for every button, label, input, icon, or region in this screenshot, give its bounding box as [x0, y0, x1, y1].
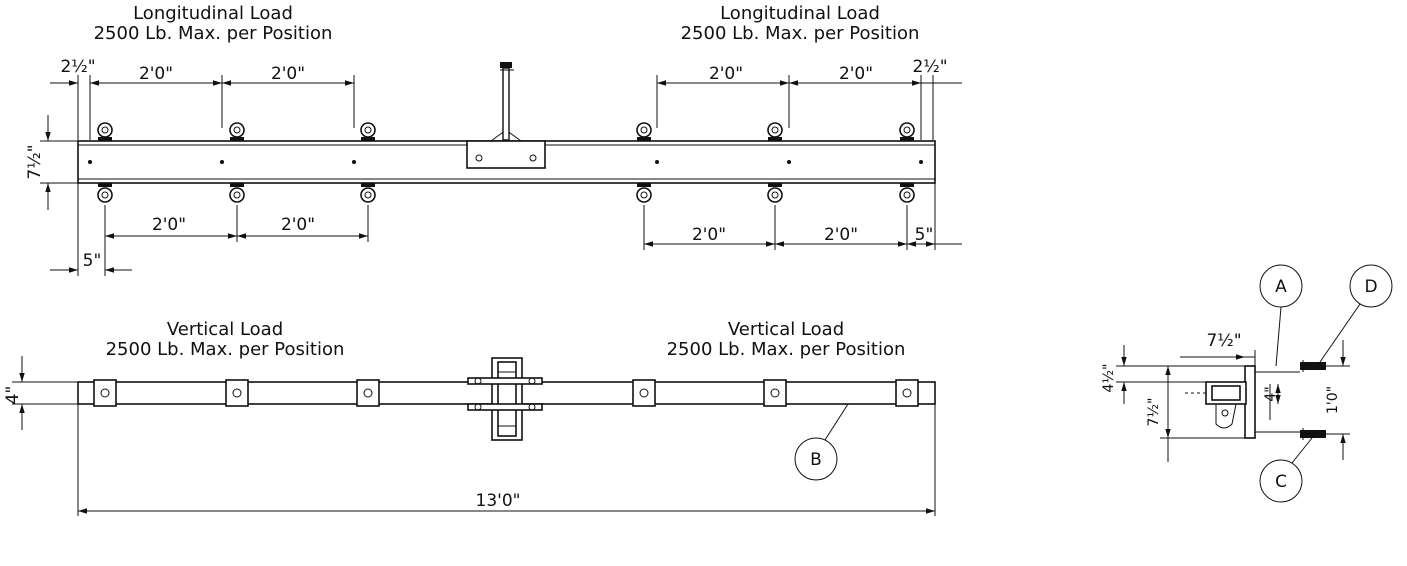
top-height-dimension [40, 115, 78, 210]
front-left-load-title: Vertical Load [167, 319, 283, 340]
dim-right-offset: 5" [915, 225, 934, 245]
dim-top-left-end: 2½" [60, 57, 95, 77]
top-left-load-title: Longitudinal Load [133, 3, 293, 24]
front-clamp-blocks [93, 379, 919, 407]
center-mount-plate [466, 140, 546, 169]
dim-top-right-end: 2½" [912, 57, 947, 77]
dim-end-left-top: 4½" [1101, 364, 1117, 393]
callout-b-bubble [794, 437, 838, 481]
top-left-load-subtitle: 2500 Lb. Max. per Position [94, 23, 333, 44]
callout-d-leader [1319, 303, 1361, 363]
top-view: Longitudinal Load 2500 Lb. Max. per Posi… [25, 3, 962, 276]
top-right-load-subtitle: 2500 Lb. Max. per Position [681, 23, 920, 44]
top-extension-lines [77, 75, 934, 140]
dim-bottom-spacing-4: 2'0" [824, 225, 858, 245]
front-left-load-subtitle: 2500 Lb. Max. per Position [106, 339, 345, 360]
front-view: Vertical Load 2500 Lb. Max. per Position… [3, 319, 936, 516]
bottom-extension-lines [77, 183, 936, 276]
callout-d-label: D [1364, 277, 1377, 297]
callout-b-label: B [810, 450, 822, 470]
dim-overall-length: 13'0" [476, 491, 521, 511]
front-right-load-title: Vertical Load [728, 319, 844, 340]
end-width-dimension [1180, 350, 1256, 366]
front-height-dimension [12, 356, 78, 430]
dim-end-width: 7½" [1206, 331, 1241, 351]
front-center-assembly [467, 357, 543, 441]
dim-top-spacing-3: 2'0" [709, 64, 743, 84]
top-right-load-title: Longitudinal Load [720, 3, 880, 24]
end-left-dimensions [1116, 345, 1245, 462]
callout-c-label: C [1275, 472, 1287, 492]
center-lifting-rod [502, 67, 510, 141]
callout-a-label: A [1275, 277, 1287, 297]
dim-bottom-spacing-1: 2'0" [152, 215, 186, 235]
dim-top-spacing-4: 2'0" [839, 64, 873, 84]
dim-bottom-spacing-3: 2'0" [692, 225, 726, 245]
dim-top-spacing-2: 2'0" [271, 64, 305, 84]
end-bolts [1300, 360, 1326, 440]
overall-length-dimension [77, 404, 936, 516]
front-right-load-subtitle: 2500 Lb. Max. per Position [667, 339, 906, 360]
bottom-eye-bolts [97, 183, 915, 203]
rod-handle [500, 62, 512, 68]
dim-end-inner: 4" [1263, 386, 1279, 401]
end-right-dimension [1326, 340, 1350, 460]
dim-bottom-spacing-2: 2'0" [281, 215, 315, 235]
end-view: 7½" 4½" 7½" 4" 1'0" A [1101, 264, 1393, 503]
beam-holes [88, 160, 923, 164]
callout-c-bubble [1259, 459, 1303, 503]
top-eye-bolts [97, 122, 915, 141]
dim-left-offset: 5" [83, 251, 102, 271]
end-bracket [1215, 403, 1237, 429]
dim-end-left-bottom: 7½" [1146, 398, 1162, 427]
dim-top-spacing-1: 2'0" [139, 64, 173, 84]
dim-front-height: 4" [3, 386, 23, 405]
callout-c-leader [1291, 437, 1313, 464]
callout-b-leader [824, 403, 849, 441]
callout-a-leader [1275, 306, 1282, 367]
callout-d-bubble [1349, 264, 1393, 308]
dim-top-height: 7½" [25, 144, 45, 179]
bottom-dimension-lines [50, 233, 962, 273]
dim-end-right: 1'0" [1325, 386, 1341, 414]
